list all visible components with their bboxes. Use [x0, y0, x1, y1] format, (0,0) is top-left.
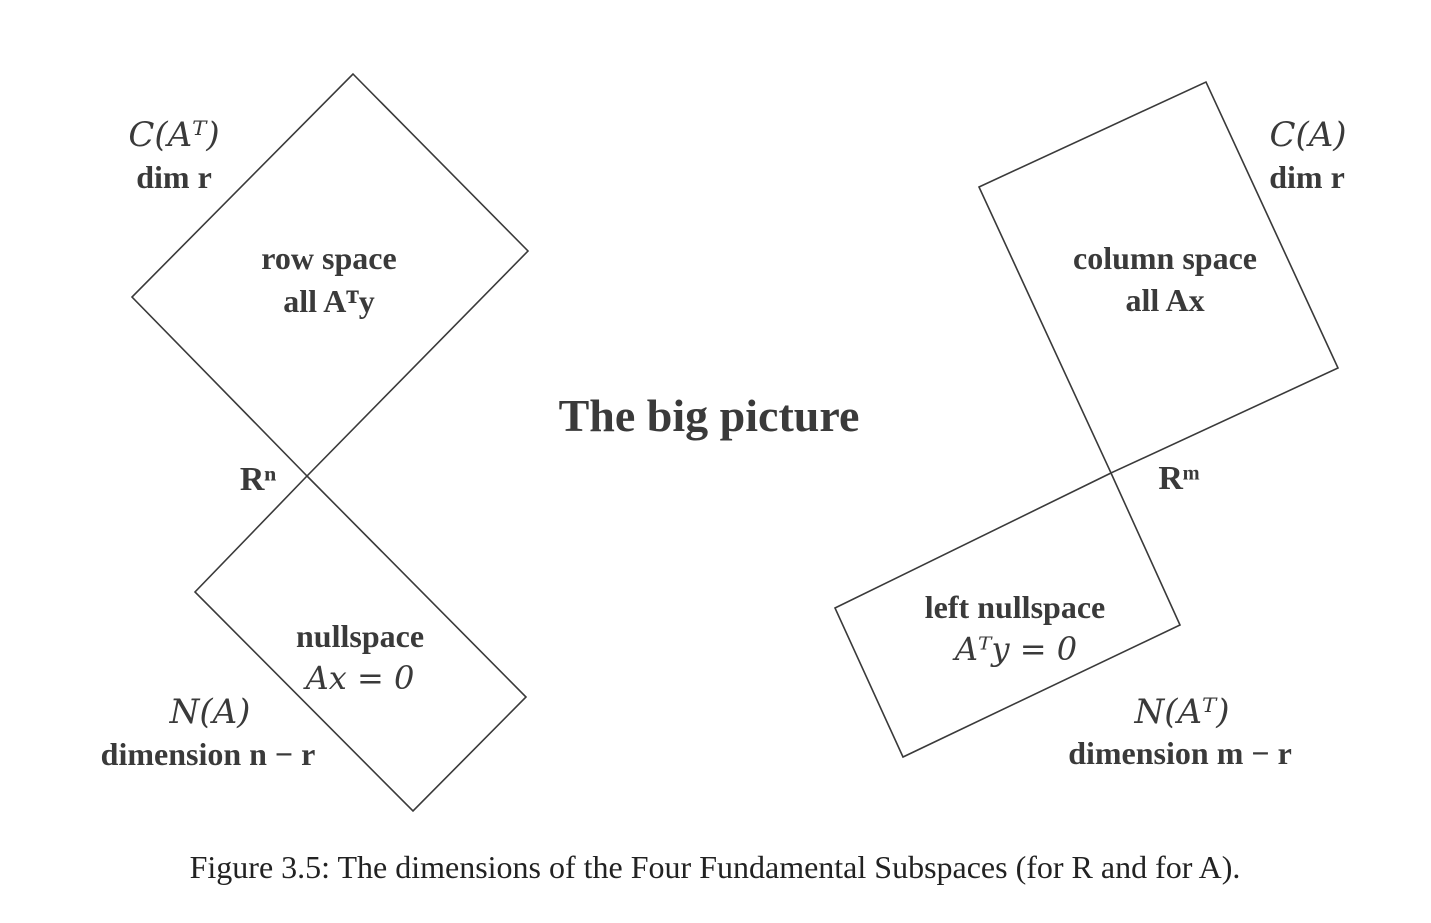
- left-nullspace-name-label: N(Aᵀ): [1133, 692, 1229, 732]
- codomain-space-label: Rᵐ: [1158, 460, 1200, 497]
- left-nullspace-title: left nullspace: [925, 589, 1105, 625]
- left-nullspace-formula: Aᵀy = 0: [952, 630, 1077, 668]
- column-space-dim-label: dim r: [1269, 159, 1345, 195]
- figure-caption: Figure 3.5: The dimensions of the Four F…: [190, 849, 1241, 885]
- nullspace-name-label: N(A): [169, 692, 251, 732]
- row-space-title: row space: [261, 240, 396, 276]
- domain-space-label: Rⁿ: [240, 461, 277, 498]
- nullspace-title: nullspace: [296, 618, 424, 654]
- row-space-dim-label: dim r: [136, 159, 212, 195]
- column-space-name-label: C(A): [1269, 115, 1346, 155]
- column-space-formula: all Ax: [1125, 282, 1204, 318]
- nullspace-formula: Ax = 0: [303, 659, 415, 697]
- row-space-name-label: C(Aᵀ): [128, 115, 219, 155]
- nullspace-dim-label: dimension n − r: [101, 736, 316, 772]
- nullspace-square: [193, 474, 528, 813]
- row-space-formula: all Aᵀy: [283, 283, 374, 319]
- left-nullspace-dim-label: dimension m − r: [1068, 735, 1292, 771]
- column-space-title: column space: [1073, 240, 1257, 276]
- column-space-rectangle: [977, 80, 1340, 475]
- diagram-title: The big picture: [559, 390, 860, 441]
- left-nullspace-rectangle: [833, 471, 1182, 759]
